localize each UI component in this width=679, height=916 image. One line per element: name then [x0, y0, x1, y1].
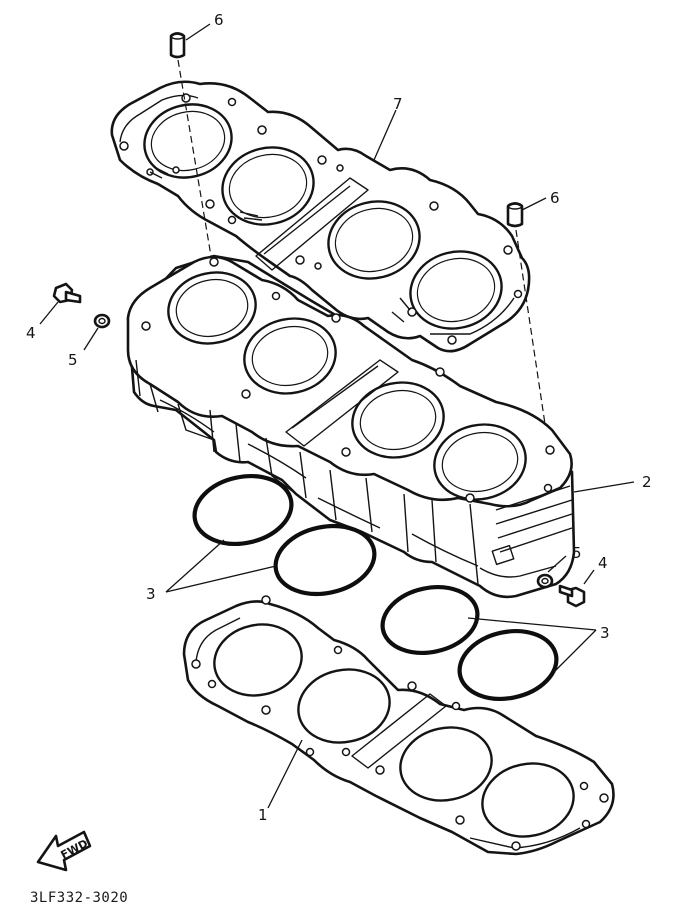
- callout-2: 2: [642, 473, 652, 491]
- washer-right: [536, 573, 554, 589]
- callout-4-left: 4: [26, 324, 36, 342]
- callout-7: 7: [393, 95, 403, 113]
- forward-arrow-icon: FWD: [36, 830, 92, 872]
- callout-5-right: 5: [572, 544, 582, 562]
- o-ring-2: [273, 523, 377, 597]
- cylinder-block: [126, 254, 576, 599]
- callout-4-right: 4: [598, 554, 608, 572]
- bolt-right: [558, 584, 586, 608]
- o-ring-3: [380, 585, 480, 655]
- cylinder-head-gasket: [110, 80, 531, 353]
- dowel-pin-right: [506, 202, 524, 228]
- bolt-left: [52, 282, 82, 304]
- o-ring-4: [457, 629, 559, 701]
- washer-left: [93, 313, 111, 329]
- callout-1: 1: [258, 806, 268, 824]
- callout-6-top: 6: [214, 11, 224, 29]
- leader-lines: [39, 23, 635, 809]
- alignment-line-right: [515, 229, 549, 445]
- callout-5-left: 5: [68, 351, 78, 369]
- alignment-line-left: [177, 59, 213, 263]
- cylinder-base-gasket: [182, 595, 615, 856]
- o-ring-1: [192, 474, 294, 546]
- callout-3-left: 3: [146, 585, 156, 603]
- callout-6-right: 6: [550, 189, 560, 207]
- dowel-pin-upper: [169, 32, 186, 59]
- callout-3-right: 3: [600, 624, 610, 642]
- figure-code: 3LF332-3020: [30, 890, 128, 906]
